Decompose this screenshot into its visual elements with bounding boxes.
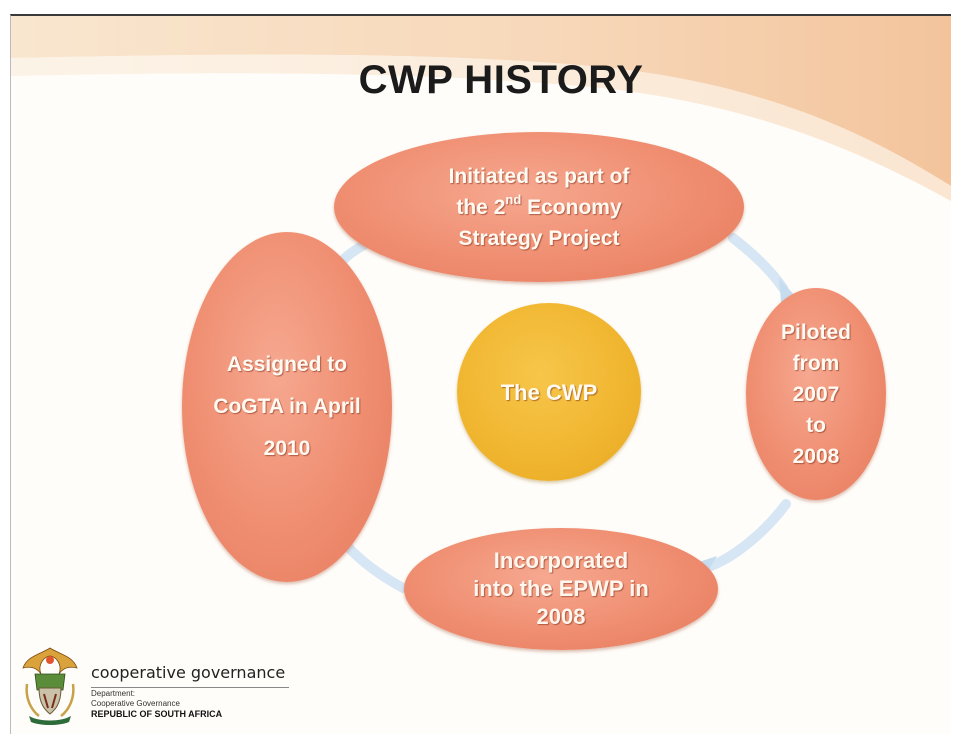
node-initiated-line3: Strategy Project [458,226,620,250]
logo-department: Department: [91,689,136,698]
node-incorporated-line2: into the EPWP in [473,576,649,601]
node-incorporated-line3: 2008 [536,604,586,629]
node-initiated: Initiated as part of the 2nd Economy Str… [334,132,744,282]
node-assigned-line2: CoGTA in April [213,395,361,418]
logo-divider [91,687,289,688]
slide: CWP HISTORY Initiated as part of the 2nd… [10,14,951,734]
node-piloted-line5: 2008 [792,444,840,468]
node-piloted-line4: to [806,413,826,437]
cycle-arrow-bottom-left [342,541,408,593]
node-assigned-line1: Assigned to [226,353,348,376]
slide-title: CWP HISTORY [358,58,644,102]
node-center-label: The CWP [500,379,598,405]
coat-of-arms-icon [22,647,78,725]
node-assigned-line3: 2010 [263,437,311,460]
cycle-arrow-right-bottom [706,499,791,571]
node-assigned: Assigned to CoGTA in April 2010 [182,232,392,582]
node-initiated-line1: Initiated as part of [448,164,630,188]
logo-name: cooperative governance [91,663,286,682]
node-incorporated-line1: Incorporated [493,548,629,573]
footer-logo: cooperative governance Department: Coope… [15,644,345,730]
node-initiated-line2: the 2nd Economy [456,191,622,219]
node-piloted-line3: 2007 [792,382,840,406]
cycle-arrow-top-right [728,233,788,293]
node-piloted: Piloted from 2007 to 2008 [746,288,886,500]
background-wave [11,16,951,201]
node-incorporated: Incorporated into the EPWP in 2008 [404,528,718,650]
node-piloted-line2: from [792,351,840,375]
node-center: The CWP [457,303,641,481]
node-piloted-line1: Piloted [780,320,851,344]
logo-country: REPUBLIC OF SOUTH AFRICA [91,709,223,719]
logo-department-name: Cooperative Governance [91,699,180,708]
